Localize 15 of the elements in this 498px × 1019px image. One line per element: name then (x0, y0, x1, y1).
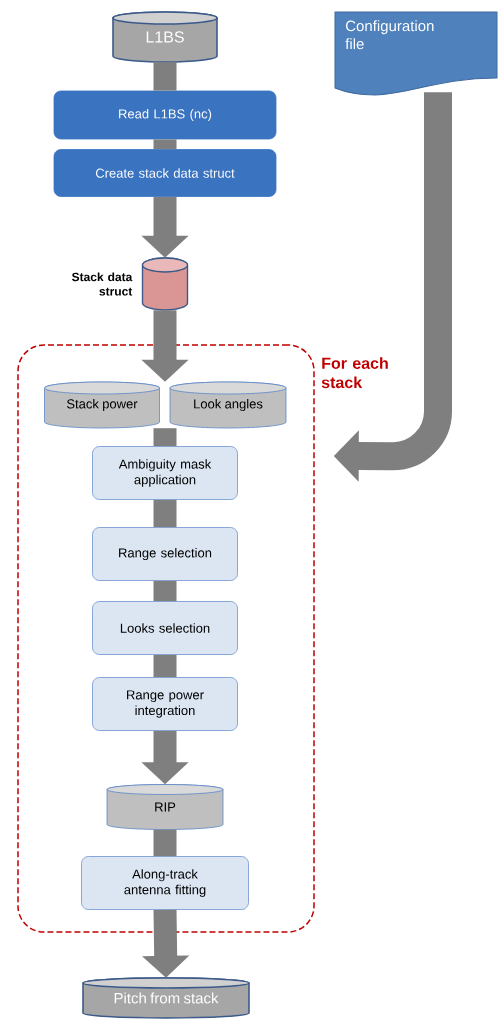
node-caption: Stack data struct (71, 272, 133, 296)
node-label: For each stack (321, 357, 388, 389)
process-box: Ambiguity mask application (92, 446, 238, 500)
process-box: Along-track antenna fitting (81, 856, 249, 910)
process-box: Looks selection (92, 601, 238, 655)
database-cylinder: Pitch from stack (82, 977, 250, 1019)
process-box: Create stack data struct (53, 149, 277, 197)
process-box: Read L1BS (nc) (53, 90, 277, 140)
process-box: Range selection (92, 527, 238, 581)
database-cylinder: RIP (106, 784, 224, 830)
database-cylinder: Stack power (44, 381, 160, 429)
database-cylinder (71, 257, 189, 311)
process-box: Range power integration (92, 677, 238, 731)
database-cylinder: Look angles (169, 381, 287, 429)
database-cylinder: L1BS (112, 11, 218, 63)
